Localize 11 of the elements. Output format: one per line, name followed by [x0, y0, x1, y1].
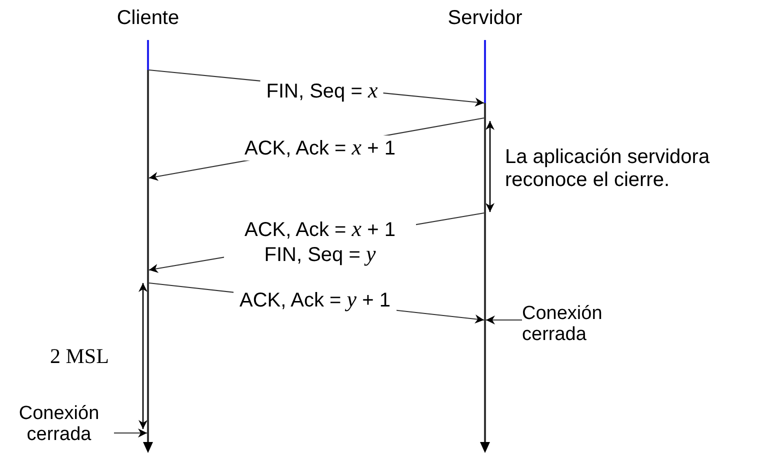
lifeline [484, 40, 486, 442]
annotation: La aplicación servidora reconoce el cierre. [505, 146, 711, 192]
edge-label: FIN, Seq = x [260, 78, 384, 104]
participant-label: Servidor [440, 6, 530, 30]
participant-label: Cliente [110, 6, 186, 30]
leader-arrow [114, 428, 147, 438]
state-note: Conexión cerrada [4, 403, 114, 445]
state-note: Conexión cerrada [522, 303, 622, 345]
lifeline [147, 40, 149, 442]
duration-label: 2 MSL [50, 344, 109, 369]
leader-arrow [486, 316, 522, 324]
